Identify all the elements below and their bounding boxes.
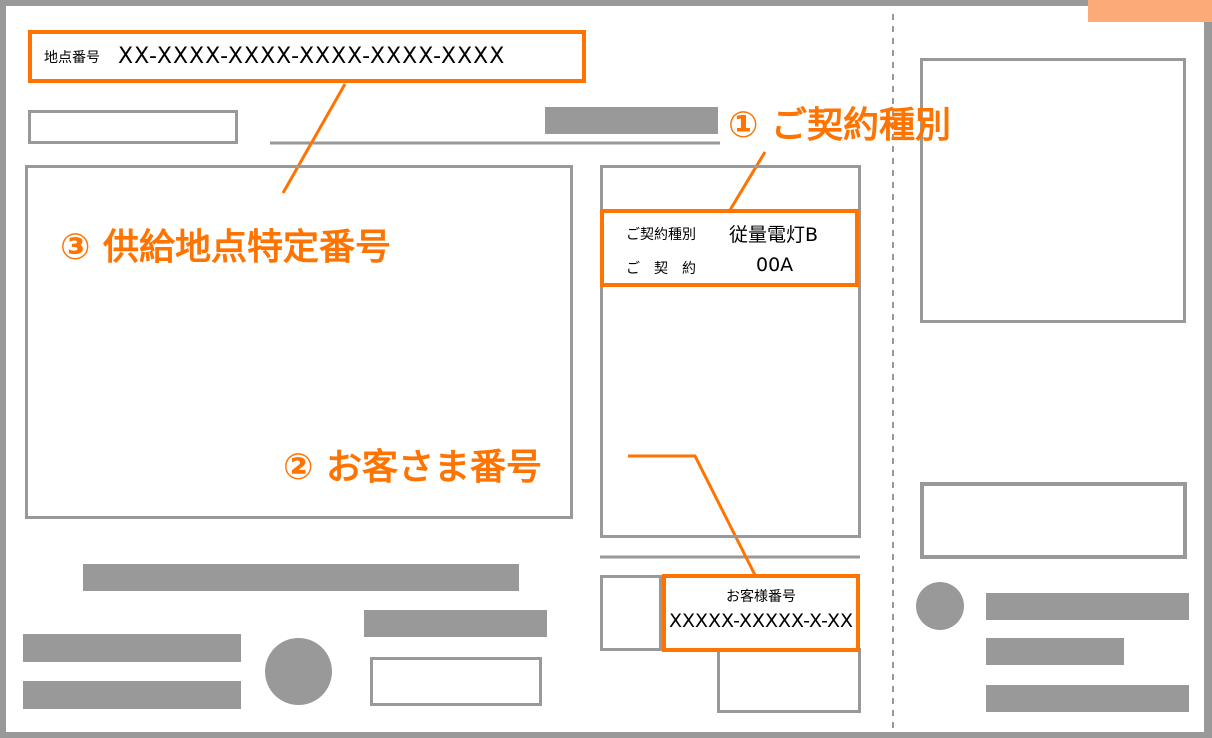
callout-contract-type: ① ご契約種別 xyxy=(728,105,952,146)
placeholder-bar xyxy=(986,593,1189,620)
supply-point-value: XX-XXXX-XXXX-XXXX-XXXX-XXXX xyxy=(118,44,506,69)
stub-box xyxy=(920,58,1186,323)
stub-box xyxy=(920,482,1187,559)
placeholder-circle xyxy=(265,638,332,705)
customer-number-box: お客様番号 XXXXX-XXXXX-X-XX xyxy=(662,574,860,652)
contract-box: ご契約種別 従量電灯B ご 契 約 00A xyxy=(600,209,859,287)
placeholder-box xyxy=(28,110,238,144)
placeholder-box xyxy=(717,648,861,713)
placeholder-bar xyxy=(986,685,1189,712)
placeholder-bar xyxy=(83,564,519,591)
supply-point-box: 地点番号 XX-XXXX-XXXX-XXXX-XXXX-XXXX xyxy=(28,30,586,83)
supply-point-label: 地点番号 xyxy=(44,49,100,66)
callout-supply-point-number: ③ 供給地点特定番号 xyxy=(60,227,392,268)
contract-label: ご 契 約 xyxy=(626,261,696,277)
customer-number-value: XXXXX-XXXXX-X-XX xyxy=(668,610,854,632)
contract-type-value: 従量電灯B xyxy=(729,224,819,246)
placeholder-bar xyxy=(23,681,241,709)
placeholder-bar xyxy=(23,634,241,662)
placeholder-bar xyxy=(364,610,547,637)
placeholder-box xyxy=(370,657,542,706)
placeholder-bar xyxy=(545,107,718,134)
placeholder-bar xyxy=(986,638,1124,665)
contract-value: 00A xyxy=(756,254,794,276)
contract-type-label: ご契約種別 xyxy=(626,227,696,243)
main-area xyxy=(25,165,573,519)
placeholder-box xyxy=(600,575,662,651)
callout-customer-number: ② お客さま番号 xyxy=(283,447,543,488)
placeholder-circle xyxy=(916,582,964,630)
customer-number-label: お客様番号 xyxy=(726,589,796,605)
contract-column xyxy=(600,165,861,538)
corner-tab xyxy=(1088,0,1212,22)
